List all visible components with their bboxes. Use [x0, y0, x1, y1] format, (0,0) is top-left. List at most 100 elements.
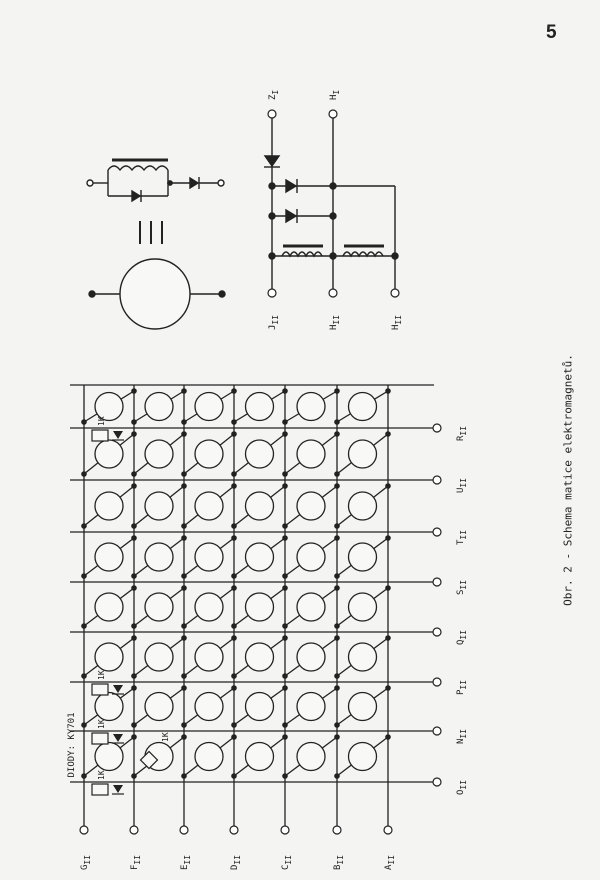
electromagnet-cell — [81, 585, 137, 629]
junction-dot — [231, 673, 237, 679]
column-terminal-label-subscript: II — [459, 630, 468, 640]
junction-dot — [131, 419, 137, 425]
electromagnet-cell — [282, 535, 340, 579]
junction-dot — [181, 535, 187, 541]
terminal-circle — [267, 288, 277, 298]
junction-dot — [131, 734, 137, 740]
terminal-circle — [432, 726, 442, 736]
row-terminal: DII — [229, 825, 242, 870]
cell-coil-circle — [244, 691, 275, 722]
row-terminal-label-letter: C — [281, 865, 291, 870]
cell-coil-circle — [94, 439, 124, 469]
row-terminal-label-letter: A — [384, 864, 394, 870]
column-terminal-label-letter: S — [456, 590, 466, 595]
terminal-circle — [432, 627, 442, 637]
aux-bottom-terminal-label: HII — [391, 315, 403, 330]
electromagnet-cell — [131, 388, 187, 425]
junction-dot — [81, 471, 87, 477]
diode-symbol — [113, 734, 123, 742]
junction-dot — [231, 431, 237, 437]
column-terminal-label: NII — [456, 729, 468, 744]
resistor-label: 1K — [97, 770, 106, 780]
junction-dot — [131, 773, 137, 779]
junction-dot — [282, 585, 288, 591]
aux-top-terminal-label: ZI — [268, 90, 280, 100]
row-terminal-label-letter: F — [130, 865, 140, 870]
cell-coil-circle — [296, 592, 326, 622]
row-terminal: EII — [179, 825, 192, 870]
aux-top-terminal: HI — [328, 90, 341, 119]
cell-coil-circle — [94, 391, 124, 422]
terminal-circle — [432, 677, 442, 687]
matrix-grid — [70, 384, 434, 826]
electromagnet-cell — [231, 585, 288, 629]
electromagnet-cell — [81, 734, 137, 779]
column-terminal: SII — [432, 577, 468, 595]
cell-coil-circle — [94, 642, 124, 672]
column-terminal-label-subscript: II — [459, 478, 468, 488]
electromagnet-equivalent-symbol — [86, 158, 225, 203]
page-number: 5 — [546, 22, 557, 43]
indicator-body — [139, 750, 159, 770]
column-terminal-label: OII — [456, 780, 468, 795]
junction-dot — [334, 523, 340, 529]
cell-coil-circle — [144, 439, 174, 469]
resistor-symbol — [91, 429, 109, 442]
row-terminal-label: FII — [130, 855, 142, 870]
row-terminal-label-subscript: II — [284, 855, 293, 865]
junction-dot — [131, 535, 137, 541]
electromagnet-cell — [282, 431, 340, 477]
junction-dot — [282, 535, 288, 541]
cell-coil-circle — [347, 391, 378, 422]
cell-coil-circle — [296, 542, 326, 572]
column-terminal: OII — [432, 777, 468, 795]
cell-coil-circle — [244, 439, 275, 469]
electromagnet-cell — [334, 431, 391, 477]
electromagnet-cell — [334, 685, 391, 728]
column-terminal-label-letter: R — [456, 435, 466, 441]
terminal-circle — [328, 109, 338, 119]
cell-coil-circle — [94, 491, 124, 521]
electromagnet-cell — [131, 685, 187, 728]
electromagnet-cell — [231, 388, 288, 425]
row-terminal: CII — [280, 825, 293, 870]
junction-dot — [231, 523, 237, 529]
junction-dot — [231, 685, 237, 691]
column-terminal: NII — [432, 726, 468, 744]
junction-dot — [181, 722, 187, 728]
junction-dot — [282, 685, 288, 691]
cell-coil-circle — [244, 592, 275, 622]
resistor-label: 1K — [97, 416, 106, 426]
junction-dot — [131, 635, 137, 641]
electromagnet-cell — [181, 635, 237, 679]
junction-dot — [181, 685, 187, 691]
electromagnet-cell — [334, 734, 391, 779]
electromagnet-cell — [231, 635, 288, 679]
resistor-symbol — [91, 783, 109, 796]
electromagnet-cell — [282, 685, 340, 728]
junction-dot — [282, 635, 288, 641]
cell-coil-circle — [194, 592, 224, 622]
junction-dot — [385, 535, 391, 541]
cell-coil-circle — [347, 741, 378, 772]
column-terminal-label: UII — [456, 478, 468, 493]
aux-bottom-terminal-label-letter: H — [391, 325, 401, 330]
aux-top-terminal: ZI — [267, 90, 280, 119]
cell-coil-circle — [194, 642, 224, 672]
cell-coil-circle — [244, 491, 275, 521]
electromagnet-cell — [81, 635, 137, 679]
row-terminal-label: EII — [180, 855, 192, 870]
row-terminal-label-subscript: II — [336, 855, 345, 865]
column-terminal-label-letter: O — [456, 790, 466, 795]
junction-dot — [334, 585, 340, 591]
junction-dot — [231, 419, 237, 425]
electromagnet-cell — [334, 535, 391, 579]
terminal-circle — [432, 527, 442, 537]
electromagnet-cell — [231, 535, 288, 579]
aux-top-terminal-label-letter: Z — [268, 94, 278, 100]
row-terminal: FII — [129, 825, 142, 870]
junction-dot — [181, 673, 187, 679]
equivalence-symbol — [139, 221, 163, 244]
